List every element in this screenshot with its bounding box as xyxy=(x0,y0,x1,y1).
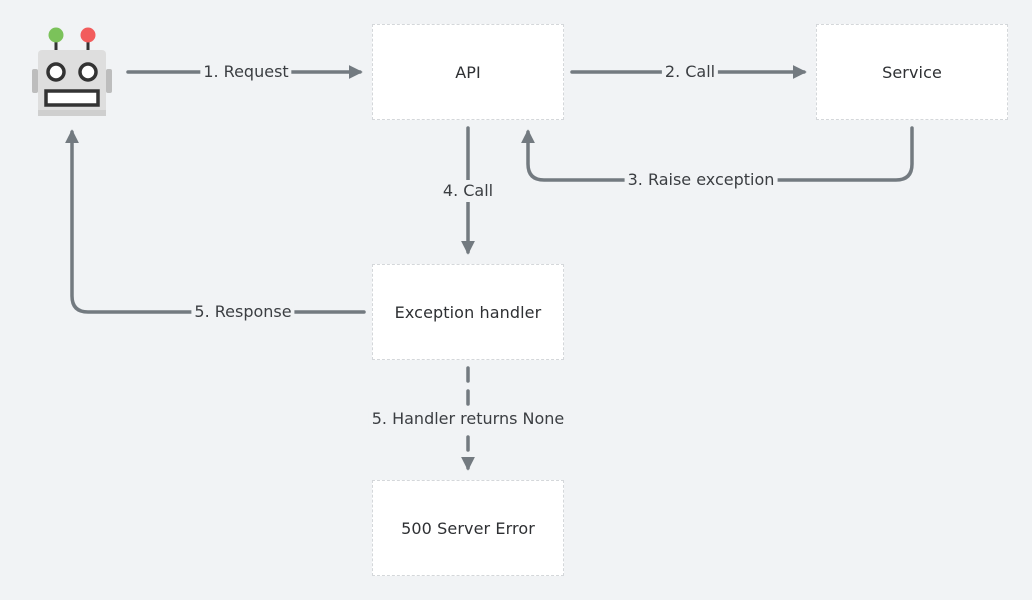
edge-label-raise-exception: 3. Raise exception xyxy=(624,169,778,191)
node-server-error: 500 Server Error xyxy=(372,480,564,576)
edge-response-line xyxy=(65,129,366,314)
robot-icon xyxy=(24,24,120,120)
edge-label-request: 1. Request xyxy=(200,61,292,83)
node-service: Service xyxy=(816,24,1008,120)
robot-antenna-left xyxy=(48,27,64,43)
node-exception-handler: Exception handler xyxy=(372,264,564,360)
edge-label-call-service: 2. Call xyxy=(661,61,719,83)
edge-label-call-handler: 4. Call xyxy=(439,180,497,202)
edge-label-response: 5. Response xyxy=(191,301,295,323)
robot-antenna-right xyxy=(80,27,96,43)
edge-label-handler-returns-none: 5. Handler returns None xyxy=(368,408,568,430)
node-api: API xyxy=(372,24,564,120)
